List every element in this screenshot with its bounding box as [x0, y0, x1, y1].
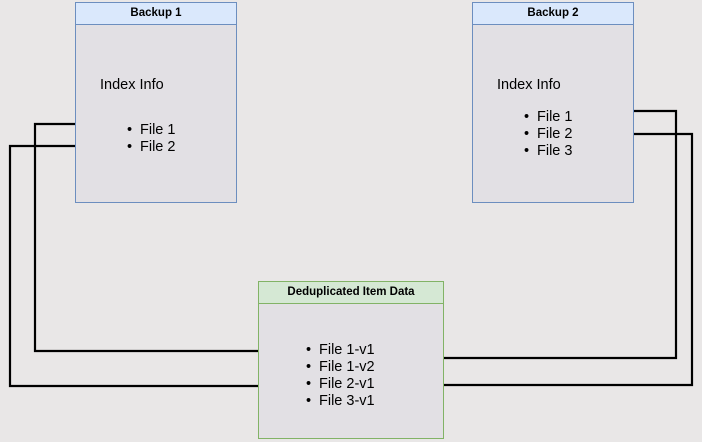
- deduplicated-item-data-box[interactable]: Deduplicated Item Data File 1-v1 File 1-…: [258, 281, 444, 439]
- backup-2-file-list: File 1 File 2 File 3: [524, 109, 572, 160]
- list-item: File 3-v1: [306, 393, 375, 410]
- list-item: File 3: [524, 143, 572, 160]
- deduplicated-item-data-title: Deduplicated Item Data: [259, 282, 443, 304]
- deduplicated-item-data-body: File 1-v1 File 1-v2 File 2-v1 File 3-v1: [259, 304, 443, 438]
- backup-2-box[interactable]: Backup 2 Index Info File 1 File 2 File 3: [472, 2, 634, 203]
- backup-2-index-info-label: Index Info: [497, 77, 561, 93]
- list-item: File 1: [524, 109, 572, 126]
- list-item: File 2: [127, 139, 175, 156]
- backup-1-body: Index Info File 1 File 2: [76, 25, 236, 202]
- backup-1-box[interactable]: Backup 1 Index Info File 1 File 2: [75, 2, 237, 203]
- backup-1-title: Backup 1: [76, 3, 236, 25]
- backup-1-index-info-label: Index Info: [100, 77, 164, 93]
- backup-1-file-list: File 1 File 2: [127, 122, 175, 156]
- backup-2-title: Backup 2: [473, 3, 633, 25]
- list-item: File 1-v1: [306, 342, 375, 359]
- list-item: File 1: [127, 122, 175, 139]
- backup-2-body: Index Info File 1 File 2 File 3: [473, 25, 633, 202]
- list-item: File 2-v1: [306, 376, 375, 393]
- dedup-item-list: File 1-v1 File 1-v2 File 2-v1 File 3-v1: [306, 342, 375, 410]
- list-item: File 1-v2: [306, 359, 375, 376]
- list-item: File 2: [524, 126, 572, 143]
